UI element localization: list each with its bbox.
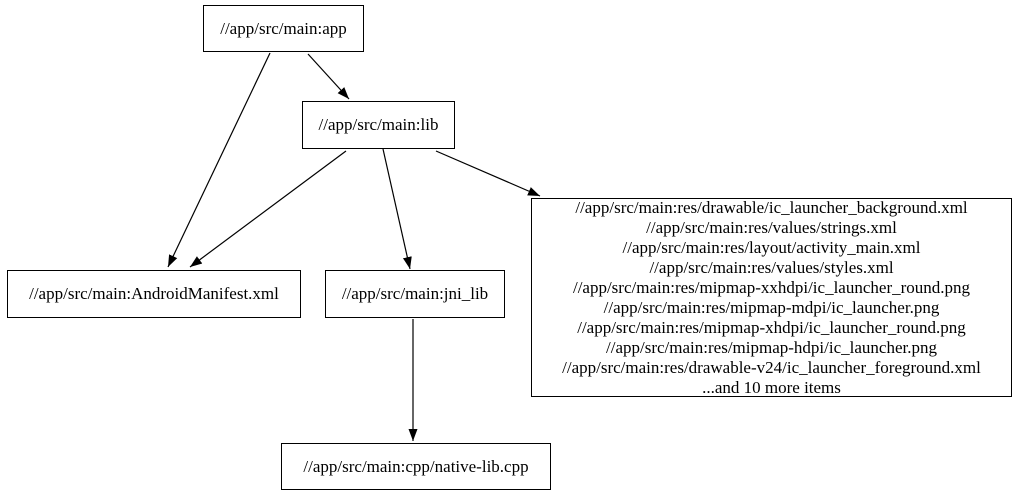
res-file-item: //app/src/main:res/drawable/ic_launcher_… [575,197,968,217]
edge-lib-to-res-group [435,150,541,197]
edge-app-to-lib [307,53,350,100]
res-more-items-note: ...and 10 more items [702,377,841,397]
node-native-lib-cpp-label: //app/src/main:cpp/native-lib.cpp [303,456,529,476]
node-native-lib-cpp: //app/src/main:cpp/native-lib.cpp [281,443,551,490]
res-file-item: //app/src/main:res/values/strings.xml [646,217,897,237]
node-app: //app/src/main:app [203,5,364,52]
node-app-label: //app/src/main:app [220,18,347,38]
node-jni-lib: //app/src/main:jni_lib [325,270,505,318]
res-file-item: //app/src/main:res/mipmap-xhdpi/ic_launc… [577,317,966,337]
node-lib-label: //app/src/main:lib [318,115,439,135]
edge-lib-to-jni-lib [382,148,412,270]
node-res-file-group: //app/src/main:res/drawable/ic_launcher_… [531,198,1012,397]
edge-lib-to-androidmanifest [189,150,347,268]
edge-app-to-androidmanifest [167,52,271,268]
node-jni-lib-label: //app/src/main:jni_lib [341,284,489,304]
res-file-item: //app/src/main:res/mipmap-mdpi/ic_launch… [603,297,940,317]
res-file-item: //app/src/main:res/values/styles.xml [649,257,894,277]
res-file-item: //app/src/main:res/mipmap-xxhdpi/ic_laun… [572,277,971,297]
node-android-manifest-label: //app/src/main:AndroidManifest.xml [29,284,279,304]
node-lib: //app/src/main:lib [302,101,455,149]
res-file-item: //app/src/main:res/drawable-v24/ic_launc… [562,357,981,377]
res-file-item: //app/src/main:res/layout/activity_main.… [622,237,921,257]
node-android-manifest: //app/src/main:AndroidManifest.xml [7,270,301,318]
res-file-item: //app/src/main:res/mipmap-hdpi/ic_launch… [606,337,937,357]
